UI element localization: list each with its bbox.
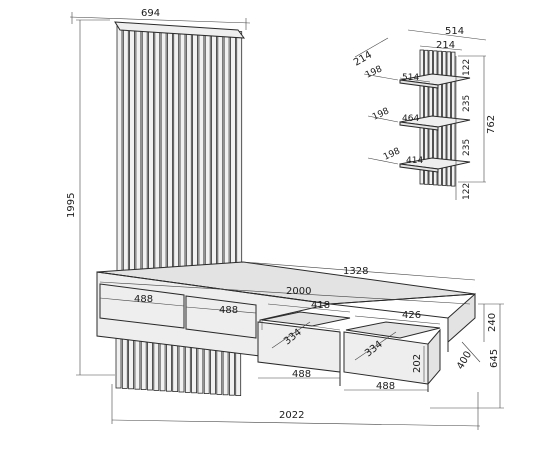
label-panel-width: 694 [141,8,160,19]
closed-drawer-2 [185,295,257,339]
label-leg-height: 645 [489,349,500,368]
slat [173,27,180,277]
slatted-wall-panel [114,21,246,397]
label-s1-depth: 198 [364,64,384,80]
main-dimension-lines [69,12,504,430]
label-top-depth: 1328 [343,266,368,277]
label-s1-width: 514 [402,73,419,83]
slat [160,26,167,276]
slat [135,24,142,274]
slat [159,336,166,392]
label-cabinet-height: 240 [487,313,498,332]
slat [419,49,424,185]
slat [141,25,148,275]
slat [129,24,136,274]
slat [147,335,153,391]
slat [204,29,211,279]
slat [223,30,230,280]
label-total-height: 1995 [66,193,77,218]
slat [116,23,123,273]
label-shelf-total-height: 762 [486,115,497,134]
open-drawer-2 [343,321,441,386]
label-s3-depth: 198 [382,146,402,162]
slat [115,333,122,389]
wall-shelf-unit [354,29,487,200]
label-gap-top: 122 [462,59,472,76]
slat [153,335,160,391]
slat [198,28,205,278]
upper-slats [116,23,243,281]
slat [211,29,217,279]
label-gap-mid2: 235 [462,139,472,156]
label-shelf-depth: 214 [352,50,374,69]
label-drawer-1: 488 [134,294,153,305]
slat [185,27,192,277]
open-drawer-1 [257,311,351,373]
slat [229,30,236,280]
slat [121,333,128,389]
tv-cabinet [96,261,476,392]
label-s3-width: 414 [406,156,423,166]
label-drawer-2: 488 [219,305,238,316]
slat [140,335,147,391]
slat [122,23,129,273]
label-overall-width: 2022 [279,410,304,421]
label-bottom-2: 488 [376,381,395,392]
slat [128,334,135,390]
slat [217,29,224,279]
label-shelf-width-top: 514 [445,26,464,37]
slat [166,26,173,276]
label-inner-2: 426 [402,310,421,321]
label-bottom-1: 488 [292,369,311,380]
cabinet-right-side [447,292,476,344]
label-gap-mid1: 235 [462,95,472,112]
label-drawer-height: 202 [412,354,423,373]
slat [154,25,161,275]
label-cabinet-depth: 400 [455,349,474,371]
slat [192,28,199,278]
slat [236,31,243,281]
closed-drawer-1 [99,283,185,329]
panel-top-cap [114,21,246,39]
slat [179,27,186,277]
label-panel-top: 214 [436,40,455,51]
slat [148,25,154,275]
label-gap-bottom: 122 [462,183,472,200]
slat [134,334,141,390]
label-inner-1: 418 [311,300,330,311]
label-s2-width: 464 [402,114,419,124]
label-cabinet-width: 2000 [286,286,311,297]
